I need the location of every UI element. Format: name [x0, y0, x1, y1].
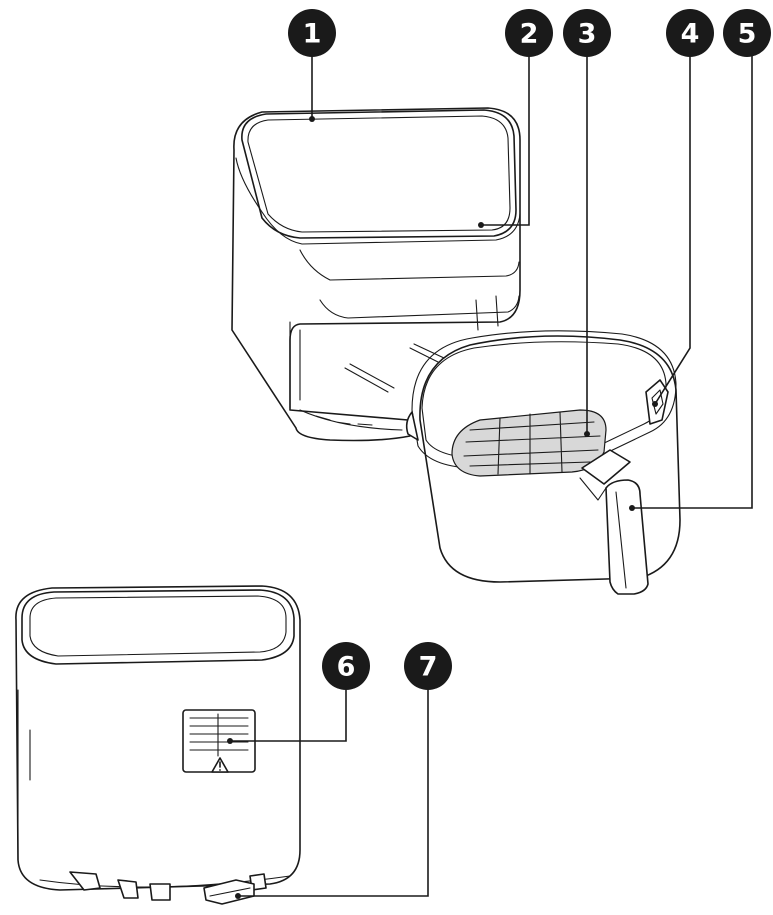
basket-assembly — [407, 331, 680, 594]
callout-2-number: 2 — [520, 19, 539, 50]
rail-right — [410, 344, 444, 362]
callout-3-number: 3 — [578, 19, 597, 50]
rear-view-unit — [16, 586, 300, 904]
callout-2: 2 — [505, 9, 553, 57]
callout-4: 4 — [666, 9, 714, 57]
callout-7-number: 7 — [419, 652, 438, 683]
callout-1: 1 — [288, 9, 336, 57]
callout-5: 5 — [723, 9, 771, 57]
callout-3: 3 — [563, 9, 611, 57]
callout-1-number: 1 — [303, 19, 322, 50]
callout-7: 7 — [404, 642, 452, 690]
callout-6-number: 6 — [337, 652, 356, 683]
rear-unit-lid — [22, 590, 294, 664]
rail-left — [345, 364, 394, 392]
callout-6: 6 — [322, 642, 370, 690]
callout-5-number: 5 — [738, 19, 757, 50]
callout-4-number: 4 — [681, 19, 700, 50]
lid-top — [242, 110, 516, 238]
